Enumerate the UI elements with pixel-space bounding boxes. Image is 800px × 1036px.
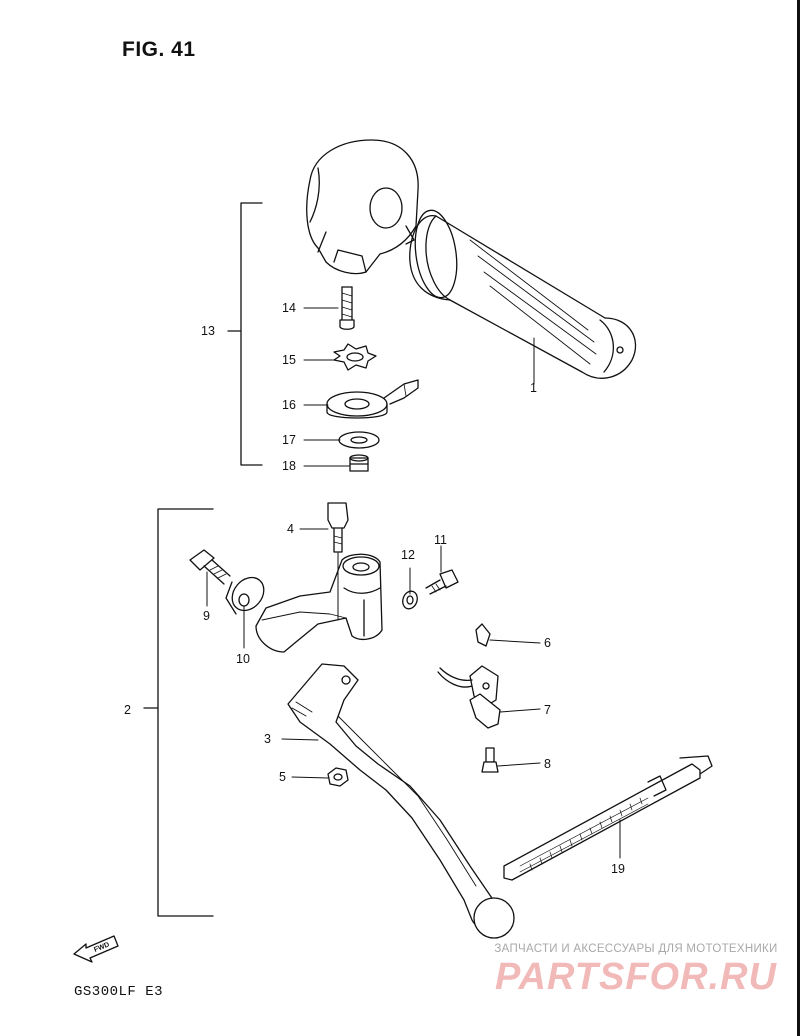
callout-14: 14 — [282, 301, 296, 315]
lever-bracket — [255, 553, 383, 653]
cable-tie-19 — [503, 755, 713, 881]
callout-17: 17 — [282, 433, 296, 447]
leader-lines — [206, 307, 621, 859]
screw-14 — [339, 286, 355, 330]
adjuster-nut-10 — [225, 576, 265, 615]
model-code: GS300LF E3 — [74, 984, 164, 1000]
pulley-16 — [326, 379, 419, 419]
callout-3: 3 — [264, 732, 271, 746]
callout-9: 9 — [203, 609, 210, 623]
callout-6: 6 — [544, 636, 551, 650]
callout-2: 2 — [124, 703, 131, 717]
figure-title: FIG. 41 — [122, 38, 196, 61]
washer-17 — [338, 431, 380, 449]
adjuster-bolt-9 — [189, 549, 231, 585]
callout-18: 18 — [282, 459, 296, 473]
callout-11: 11 — [434, 533, 447, 547]
screw-8 — [481, 747, 499, 773]
callout-5: 5 — [279, 770, 286, 784]
callout-19: 19 — [611, 862, 625, 876]
callout-1: 1 — [530, 381, 537, 395]
callout-15: 15 — [282, 353, 296, 367]
bracket-2 — [143, 508, 214, 917]
callout-16: 16 — [282, 398, 296, 412]
callout-7: 7 — [544, 703, 551, 717]
bracket-13 — [227, 202, 263, 466]
clutch-lever-3 — [287, 663, 515, 939]
screw-18 — [349, 454, 369, 472]
pivot-bolt-4 — [327, 502, 349, 553]
callout-12: 12 — [401, 548, 415, 562]
clip-6 — [475, 623, 491, 647]
callout-10: 10 — [236, 652, 250, 666]
fwd-arrow-icon — [73, 935, 119, 963]
washer-12 — [402, 590, 418, 610]
clutch-switch-7 — [437, 665, 501, 729]
bolt-11 — [425, 569, 459, 595]
throttle-housing — [306, 139, 419, 275]
callout-8: 8 — [544, 757, 551, 771]
watermark-logo: PARTSFOR.RU — [495, 956, 777, 998]
watermark-tagline: ЗАПЧАСТИ И АКСЕССУАРЫ ДЛЯ МОТОТЕХНИКИ — [494, 943, 778, 955]
star-washer-15 — [333, 343, 377, 371]
nut-5 — [327, 767, 349, 787]
callout-13: 13 — [201, 324, 215, 338]
handlebar-grip — [409, 209, 637, 379]
callout-4: 4 — [287, 522, 294, 536]
